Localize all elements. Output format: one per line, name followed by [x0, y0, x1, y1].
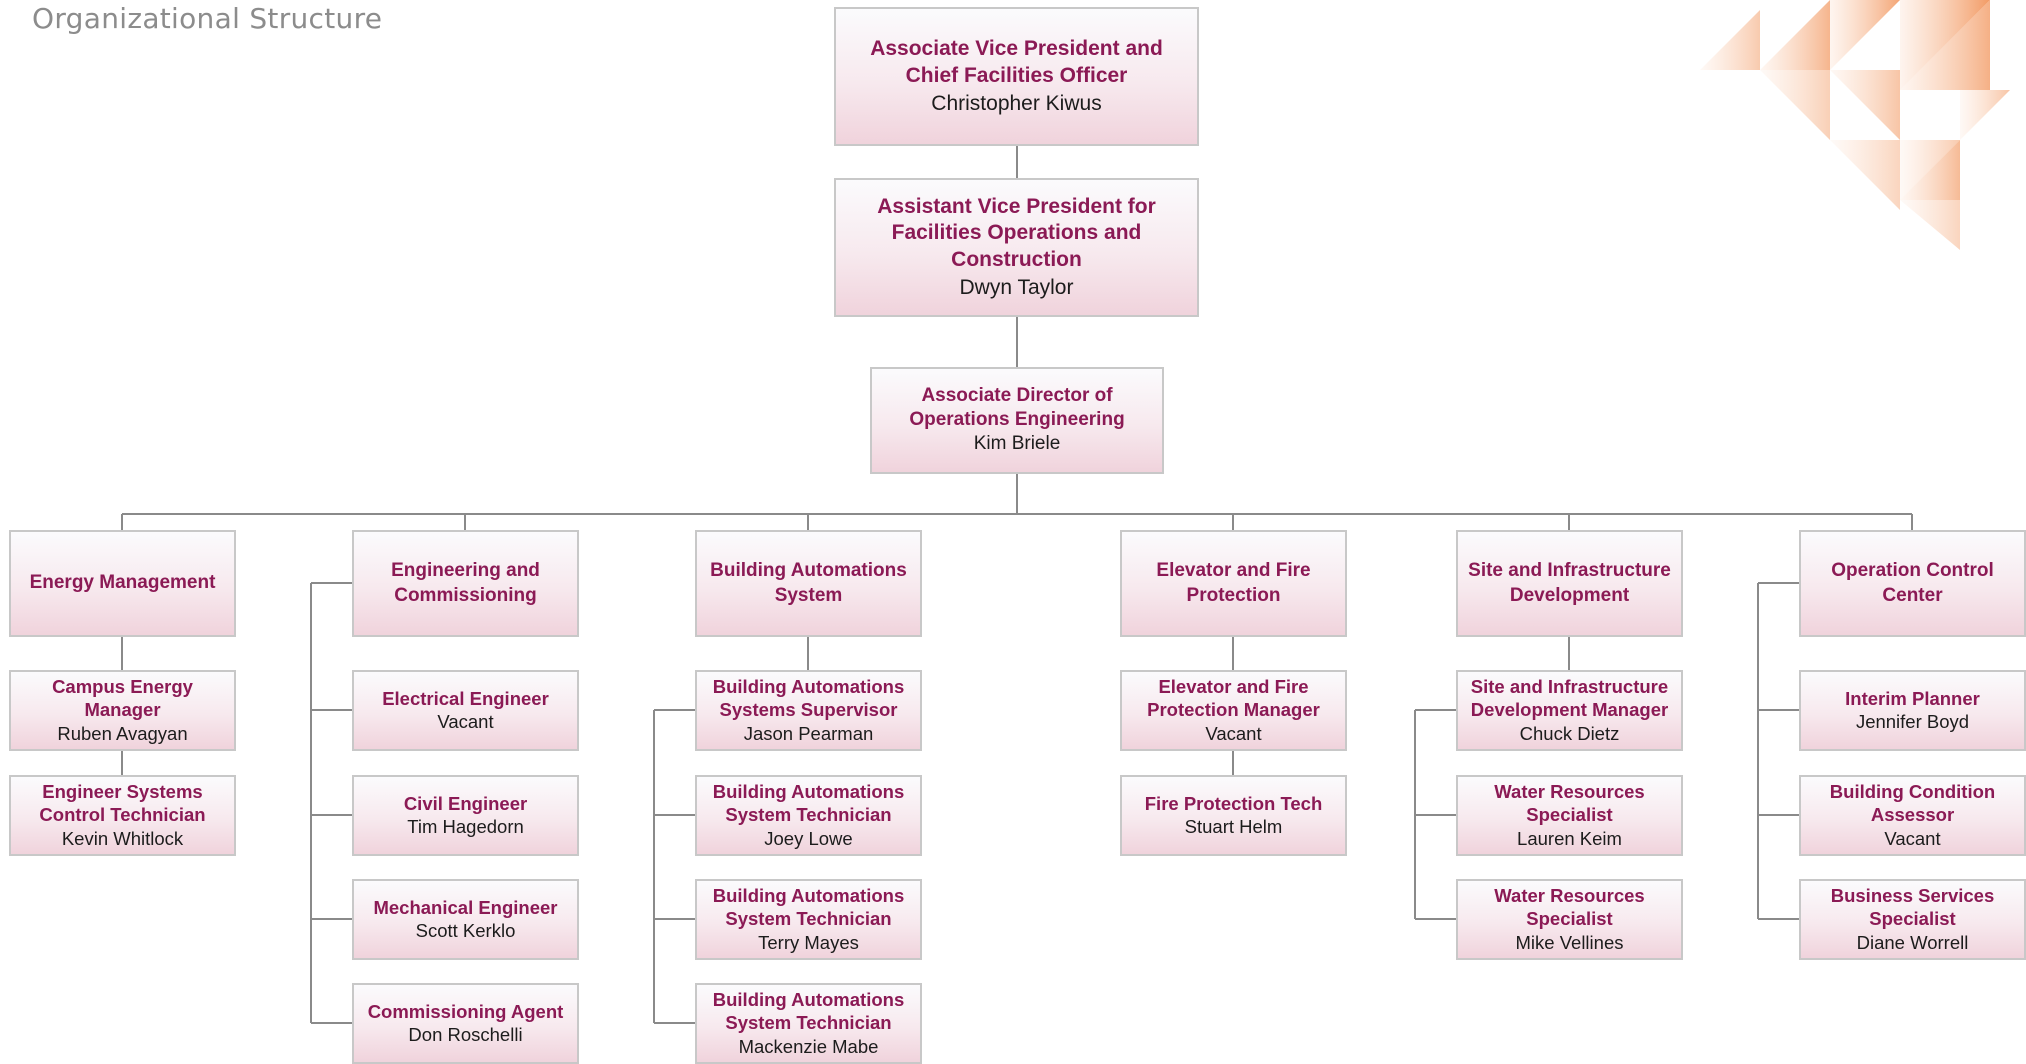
member-building-condition-assessor: Building Condition Assessor Vacant	[1799, 775, 2026, 856]
member-title: Building Automations System Technician	[712, 988, 905, 1034]
member-bas-supervisor: Building Automations Systems Supervisor …	[695, 670, 922, 751]
member-title: Building Automations System Technician	[712, 780, 905, 826]
dept-title: Site and Infrastructure Development	[1468, 560, 1671, 606]
member-title: Interim Planner	[1845, 687, 1980, 709]
member-title: Civil Engineer	[403, 792, 528, 814]
dept-title: Operation Control Center	[1831, 560, 1994, 606]
dept-site-infrastructure: Site and Infrastructure Development	[1456, 530, 1683, 637]
member-name: Ruben Avagyan	[57, 723, 188, 745]
member-title: Building Automations System Technician	[712, 884, 905, 930]
dept-title: Building Automations System	[710, 560, 907, 606]
member-water-resources-2: Water Resources Specialist Mike Vellines	[1456, 879, 1683, 960]
dept-operation-control-center: Operation Control Center	[1799, 530, 2026, 637]
member-name: Chuck Dietz	[1519, 723, 1620, 745]
member-title: Building Condition Assessor	[1829, 780, 1996, 826]
member-name: Tim Hagedorn	[407, 816, 524, 838]
member-water-resources-1: Water Resources Specialist Lauren Keim	[1456, 775, 1683, 856]
dept-title: Energy Management	[29, 572, 216, 594]
member-name: Terry Mayes	[758, 932, 859, 954]
member-title: Mechanical Engineer	[373, 896, 558, 918]
member-name: Kevin Whitlock	[61, 828, 184, 850]
member-title: Site and Infrastructure Development Mana…	[1470, 675, 1669, 721]
member-title: Water Resources Specialist	[1494, 780, 1645, 826]
member-site-infra-manager: Site and Infrastructure Development Mana…	[1456, 670, 1683, 751]
member-name: Mackenzie Mabe	[738, 1036, 879, 1058]
member-business-services-specialist: Business Services Specialist Diane Worre…	[1799, 879, 2026, 960]
member-name: Jason Pearman	[743, 723, 874, 745]
org-node-avp: Associate Vice President and Chief Facil…	[834, 7, 1199, 146]
member-bas-technician-2: Building Automations System Technician T…	[695, 879, 922, 960]
member-interim-planner: Interim Planner Jennifer Boyd	[1799, 670, 2026, 751]
member-fire-protection-tech: Fire Protection Tech Stuart Helm	[1120, 775, 1347, 856]
dept-building-automations: Building Automations System	[695, 530, 922, 637]
member-name: Diane Worrell	[1856, 932, 1969, 954]
node-title: Associate Vice President and Chief Facil…	[870, 36, 1163, 87]
dept-title: Elevator and Fire Protection	[1156, 560, 1311, 606]
member-civil-engineer: Civil Engineer Tim Hagedorn	[352, 775, 579, 856]
node-name: Kim Briele	[973, 433, 1061, 455]
dept-elevator-fire-protection: Elevator and Fire Protection	[1120, 530, 1347, 637]
member-title: Water Resources Specialist	[1494, 884, 1645, 930]
org-node-assoc-director: Associate Director of Operations Enginee…	[870, 367, 1164, 474]
member-title: Engineer Systems Control Technician	[39, 780, 206, 826]
member-engineer-systems-control-tech: Engineer Systems Control Technician Kevi…	[9, 775, 236, 856]
org-node-asst-vp: Assistant Vice President for Facilities …	[834, 178, 1199, 317]
member-name: Jennifer Boyd	[1855, 711, 1970, 733]
member-title: Electrical Engineer	[382, 687, 549, 709]
member-name: Vacant	[1205, 723, 1262, 745]
node-name: Christopher Kiwus	[931, 91, 1102, 115]
member-title: Campus Energy Manager	[52, 675, 193, 721]
member-title: Commissioning Agent	[367, 1000, 564, 1022]
member-name: Vacant	[437, 711, 494, 733]
member-name: Mike Vellines	[1515, 932, 1624, 954]
node-name: Dwyn Taylor	[959, 276, 1074, 300]
page-heading: Organizational Structure	[32, 2, 383, 35]
node-title: Associate Director of Operations Enginee…	[909, 384, 1125, 431]
member-name: Don Roschelli	[408, 1024, 523, 1046]
member-title: Fire Protection Tech	[1144, 792, 1323, 814]
member-name: Stuart Helm	[1184, 816, 1283, 838]
member-campus-energy-manager: Campus Energy Manager Ruben Avagyan	[9, 670, 236, 751]
member-name: Scott Kerklo	[415, 920, 516, 942]
member-electrical-engineer: Electrical Engineer Vacant	[352, 670, 579, 751]
member-mechanical-engineer: Mechanical Engineer Scott Kerklo	[352, 879, 579, 960]
member-bas-technician-1: Building Automations System Technician J…	[695, 775, 922, 856]
member-elevator-fire-manager: Elevator and Fire Protection Manager Vac…	[1120, 670, 1347, 751]
member-title: Business Services Specialist	[1830, 884, 1995, 930]
member-commissioning-agent: Commissioning Agent Don Roschelli	[352, 983, 579, 1064]
member-title: Building Automations Systems Supervisor	[712, 675, 905, 721]
member-name: Joey Lowe	[764, 828, 853, 850]
member-bas-technician-3: Building Automations System Technician M…	[695, 983, 922, 1064]
member-name: Vacant	[1884, 828, 1941, 850]
dept-energy-management: Energy Management	[9, 530, 236, 637]
dept-title: Engineering and Commissioning	[391, 560, 540, 606]
member-name: Lauren Keim	[1517, 828, 1622, 850]
member-title: Elevator and Fire Protection Manager	[1147, 675, 1320, 721]
node-title: Assistant Vice President for Facilities …	[877, 194, 1156, 272]
dept-engineering-commissioning: Engineering and Commissioning	[352, 530, 579, 637]
